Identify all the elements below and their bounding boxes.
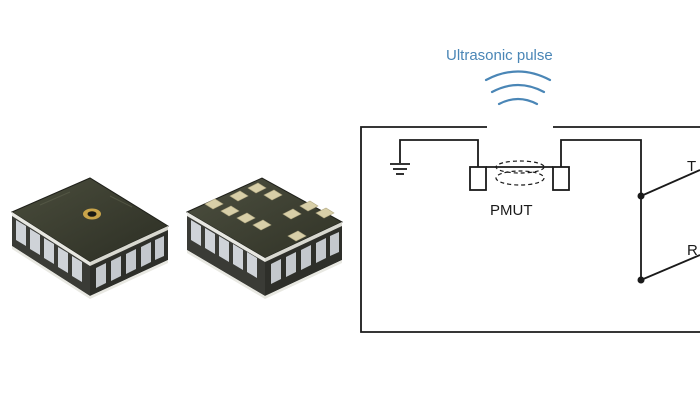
ultrasonic-pulse-label: Ultrasonic pulse bbox=[446, 47, 553, 64]
switch-r bbox=[640, 254, 700, 281]
switch-r-label: R bbox=[687, 242, 698, 259]
pmut-chip-bottom-view bbox=[185, 177, 344, 299]
junction-dot bbox=[637, 192, 645, 200]
pmut-chip-top-view bbox=[10, 177, 170, 299]
switch-t bbox=[640, 169, 700, 197]
ground-icon bbox=[390, 163, 410, 175]
pmut-label: PMUT bbox=[490, 202, 533, 219]
pmut-circuit bbox=[360, 126, 700, 333]
pmut-transducer bbox=[469, 160, 570, 191]
junction-dot bbox=[637, 276, 645, 284]
sound-wave-icon bbox=[484, 70, 552, 106]
switch-t-label: T bbox=[687, 158, 697, 175]
